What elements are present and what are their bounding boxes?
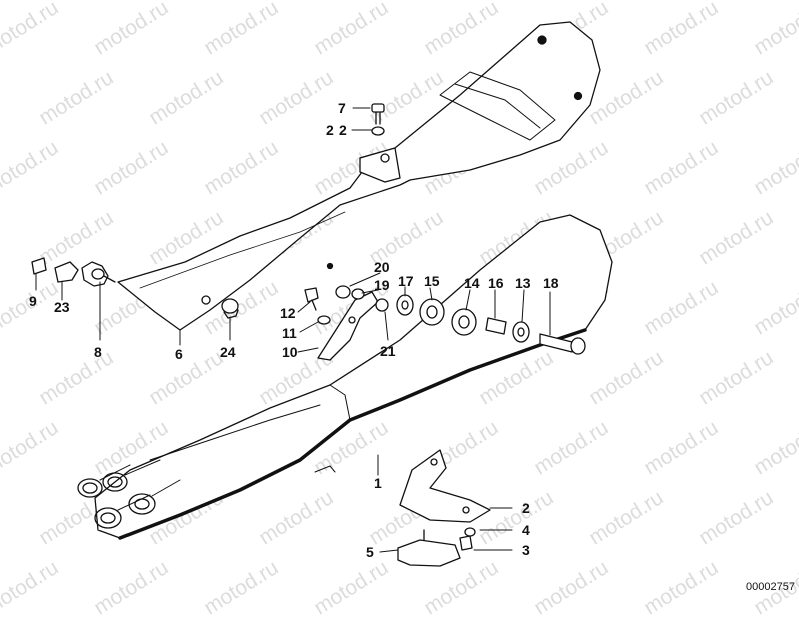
screw-7 [371,103,385,125]
washer-11 [317,315,331,325]
callout-14: 14 [464,275,480,291]
document-number: 00002757 [746,581,795,593]
callout-7: 7 [338,100,346,116]
callout-13: 13 [515,275,531,291]
washer-4 [464,527,476,537]
callout-15: 15 [424,273,440,289]
rubber-mount-15 [419,298,445,326]
plug-24 [221,298,239,319]
exploded-diagram: 7 2 2 9 23 8 6 24 12 11 10 20 19 21 17 1… [29,21,613,567]
screw-3 [459,535,473,551]
washer-13 [512,321,530,343]
callout-4: 4 [522,522,530,538]
callout-24: 24 [220,344,236,360]
screw-12 [304,287,319,311]
callout-17: 17 [398,273,414,289]
nut-20 [335,285,351,299]
callout-2: 2 [522,500,530,516]
clamp-5 [397,529,461,567]
callout-22: 2 [339,122,347,138]
washer-22 [371,126,385,136]
clip-9 [31,257,47,275]
washer-19 [351,288,365,300]
bracket-10 [317,291,379,361]
bolt-18 [539,333,586,355]
clip-23 [54,261,79,283]
callout-10: 10 [282,344,298,360]
callout-18: 18 [543,275,559,291]
callout-20: 20 [374,259,390,275]
rubber-mount-14 [451,308,477,336]
callout-21: 21 [380,343,396,359]
bracket-lower [399,449,491,523]
washer-17 [396,294,414,316]
callout-16: 16 [488,275,504,291]
leader-lines [35,107,551,553]
callout-5: 5 [366,544,374,560]
sleeve-16 [485,317,507,335]
muffler [77,214,613,540]
washer-21 [375,298,389,312]
callout-6: 6 [175,346,183,362]
callout-23: 23 [54,299,70,315]
callout-11: 11 [282,325,297,341]
heat-shield [117,21,601,331]
callout-8: 8 [94,344,102,360]
callout-3: 3 [522,542,530,558]
callout-12: 12 [280,305,296,321]
callout-1: 1 [374,475,382,491]
plug-8 [81,261,116,287]
callout-9: 9 [29,293,37,309]
callout-2-upper: 2 [326,122,334,138]
callout-19: 19 [374,277,390,293]
